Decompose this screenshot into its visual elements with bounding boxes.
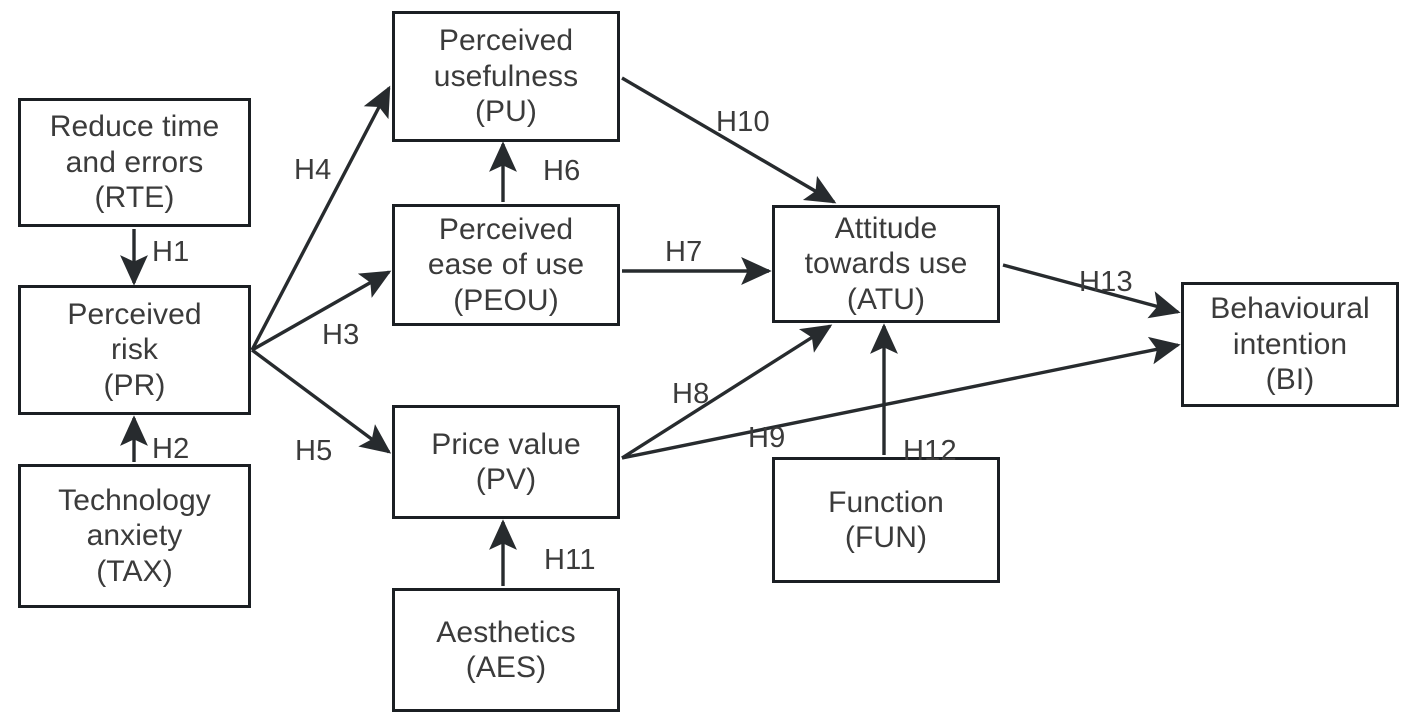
node-label-line: Aesthetics bbox=[436, 615, 576, 649]
node-label-line: and errors bbox=[65, 145, 204, 179]
edge-label-h2: H2 bbox=[152, 433, 190, 465]
node-label-line: Reduce time bbox=[49, 110, 220, 144]
node-label-line: (RTE) bbox=[94, 181, 175, 215]
node-label-line: ease of use bbox=[427, 248, 585, 282]
node-label-line: (AES) bbox=[465, 651, 547, 684]
node-label-line: (FUN) bbox=[844, 521, 928, 554]
node-label-line: Attitude bbox=[834, 211, 938, 245]
edge-label-h8: H8 bbox=[672, 378, 710, 410]
node-label-line: towards use bbox=[804, 247, 968, 281]
node-label-line: usefulness bbox=[433, 59, 579, 93]
edge-h13-atu-to-bi bbox=[1002, 263, 1181, 319]
edge-h8-pv-to-atu bbox=[621, 324, 833, 460]
node-label-line: (TAX) bbox=[96, 554, 173, 588]
node-label-line: Perceived bbox=[438, 212, 574, 246]
node-label-line: intention bbox=[1232, 327, 1348, 361]
edge-h10-pu-to-atu bbox=[621, 76, 837, 204]
edge-label-h10: H10 bbox=[716, 106, 770, 138]
edge-label-h12: H12 bbox=[903, 435, 957, 467]
node-label-line: Behavioural bbox=[1210, 292, 1370, 326]
node-label-line: risk bbox=[110, 333, 159, 367]
node-label-line: (PR) bbox=[103, 368, 166, 402]
edge-label-h3: H3 bbox=[322, 319, 360, 351]
node-aes[interactable]: Aesthetics(AES) bbox=[392, 588, 620, 712]
node-label-line: (PU) bbox=[474, 95, 538, 129]
node-label-line: Price value bbox=[431, 427, 581, 461]
node-label-line: Perceived bbox=[438, 24, 574, 58]
node-label-line: (BI) bbox=[1265, 363, 1315, 397]
edge-h3-pr-to-peou bbox=[251, 270, 392, 352]
node-label-line: anxiety bbox=[86, 519, 183, 553]
node-fun[interactable]: Function(FUN) bbox=[772, 457, 1000, 583]
node-pv[interactable]: Price value(PV) bbox=[392, 405, 620, 519]
edge-label-h5: H5 bbox=[295, 435, 333, 467]
edge-label-h13: H13 bbox=[1079, 266, 1133, 298]
edge-label-h7: H7 bbox=[665, 236, 703, 268]
edge-label-h1: H1 bbox=[152, 236, 190, 268]
edge-lines bbox=[120, 76, 1181, 586]
edge-h9-pv-to-bi bbox=[621, 336, 1181, 460]
node-label-line: (PEOU) bbox=[453, 283, 559, 317]
edge-label-h9: H9 bbox=[748, 422, 786, 454]
node-label-line: (ATU) bbox=[846, 282, 926, 316]
edge-label-h4: H4 bbox=[294, 154, 332, 186]
edge-h4-pr-to-pu bbox=[250, 85, 391, 351]
edge-h5-pr-to-pv bbox=[250, 348, 392, 454]
node-label-line: Technology bbox=[58, 483, 211, 517]
edge-label-h11: H11 bbox=[544, 544, 596, 576]
edge-label-h6: H6 bbox=[543, 155, 581, 187]
node-label-line: Function bbox=[828, 485, 944, 519]
node-label-line: Perceived bbox=[67, 297, 202, 331]
node-label-line: (PV) bbox=[475, 463, 537, 496]
